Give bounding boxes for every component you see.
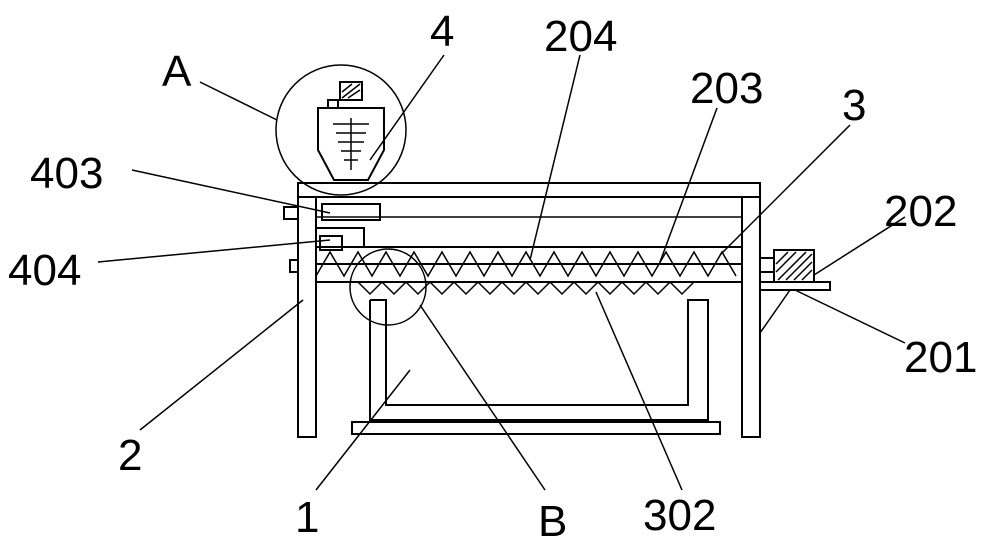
label-4: 4 bbox=[430, 7, 454, 56]
leader-B bbox=[419, 304, 546, 491]
leader-404 bbox=[97, 239, 331, 263]
label-204: 204 bbox=[544, 12, 617, 61]
top-beam bbox=[297, 182, 761, 198]
leader-2 bbox=[139, 299, 304, 431]
label-203: 203 bbox=[690, 64, 763, 113]
leader-203 bbox=[659, 107, 718, 263]
leader-204 bbox=[529, 54, 581, 261]
screw-conveyor-tube bbox=[315, 227, 742, 296]
main-frame bbox=[297, 182, 761, 438]
label-302: 302 bbox=[643, 491, 716, 540]
leader-1 bbox=[315, 369, 411, 491]
leader-202 bbox=[813, 216, 906, 276]
tray-body bbox=[369, 299, 709, 421]
label-2: 2 bbox=[118, 431, 142, 480]
label-403: 403 bbox=[30, 149, 103, 198]
detail-circle-B bbox=[349, 248, 427, 326]
label-1: 1 bbox=[295, 493, 319, 542]
right-leg bbox=[741, 196, 761, 438]
shaft-coupling bbox=[759, 257, 775, 273]
hopper-motor bbox=[339, 81, 363, 101]
block-404 bbox=[319, 235, 343, 251]
label-3: 3 bbox=[842, 81, 866, 130]
leader-3 bbox=[719, 124, 851, 256]
label-404: 404 bbox=[8, 246, 81, 295]
tube-inlet-block bbox=[315, 227, 365, 248]
leader-302 bbox=[595, 291, 683, 491]
hopper-body bbox=[317, 107, 385, 181]
callout-labels: A 4 204 203 3 403 202 404 201 2 1 B 302 bbox=[8, 7, 977, 546]
screw-blade bbox=[315, 250, 737, 278]
label-201: 201 bbox=[904, 333, 977, 382]
discharge-teeth bbox=[357, 280, 695, 296]
leader-lines bbox=[97, 54, 906, 491]
bolt-left bbox=[289, 259, 299, 273]
label-B: B bbox=[538, 497, 567, 546]
motor-hatching bbox=[775, 251, 813, 281]
knob-left bbox=[283, 206, 299, 220]
base-plate bbox=[351, 421, 721, 435]
leader-403 bbox=[131, 169, 331, 214]
support-shelf-201 bbox=[759, 281, 831, 291]
leader-201 bbox=[794, 289, 906, 344]
shelf-brace bbox=[759, 289, 791, 334]
leader-4 bbox=[369, 54, 445, 161]
hopper-cap bbox=[327, 99, 339, 109]
leader-A bbox=[199, 81, 278, 121]
label-202: 202 bbox=[884, 187, 957, 236]
motor-assembly bbox=[759, 249, 831, 334]
stirrer-blades bbox=[333, 123, 369, 161]
hopper-assembly bbox=[317, 81, 385, 181]
label-A: A bbox=[162, 47, 192, 96]
collection-tray bbox=[351, 299, 721, 435]
left-leg bbox=[297, 196, 317, 438]
detail-circle-A bbox=[275, 64, 407, 196]
